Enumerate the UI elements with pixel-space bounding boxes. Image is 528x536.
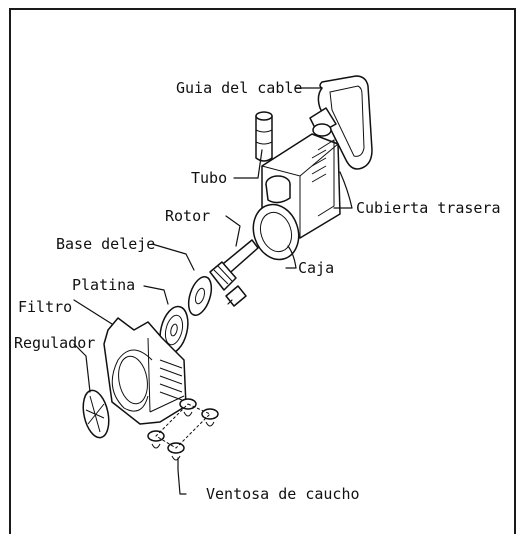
label-tube: Tubo (191, 169, 227, 187)
label-suction-cup: Ventosa de caucho (206, 485, 360, 503)
label-regulator: Regulador (14, 334, 95, 352)
filter-part (103, 317, 187, 425)
label-plate: Platina (72, 276, 135, 294)
rotor-part (209, 239, 259, 307)
diagram-frame (9, 8, 516, 534)
tube-part (255, 111, 273, 162)
regulator-part (82, 389, 110, 439)
back-cover-part (309, 75, 373, 170)
plate-part (159, 305, 189, 355)
label-cable-guide: Guia del cable (176, 79, 302, 97)
label-housing: Caja (298, 259, 334, 277)
label-filter: Filtro (18, 298, 72, 316)
axis-base-part (187, 275, 213, 317)
leader-lines (73, 87, 353, 495)
label-back-cover: Cubierta trasera (356, 199, 501, 217)
housing-part (252, 133, 341, 261)
label-axis-base: Base deleje (56, 235, 155, 253)
suction-cups-part (147, 398, 219, 461)
label-rotor: Rotor (165, 207, 210, 225)
